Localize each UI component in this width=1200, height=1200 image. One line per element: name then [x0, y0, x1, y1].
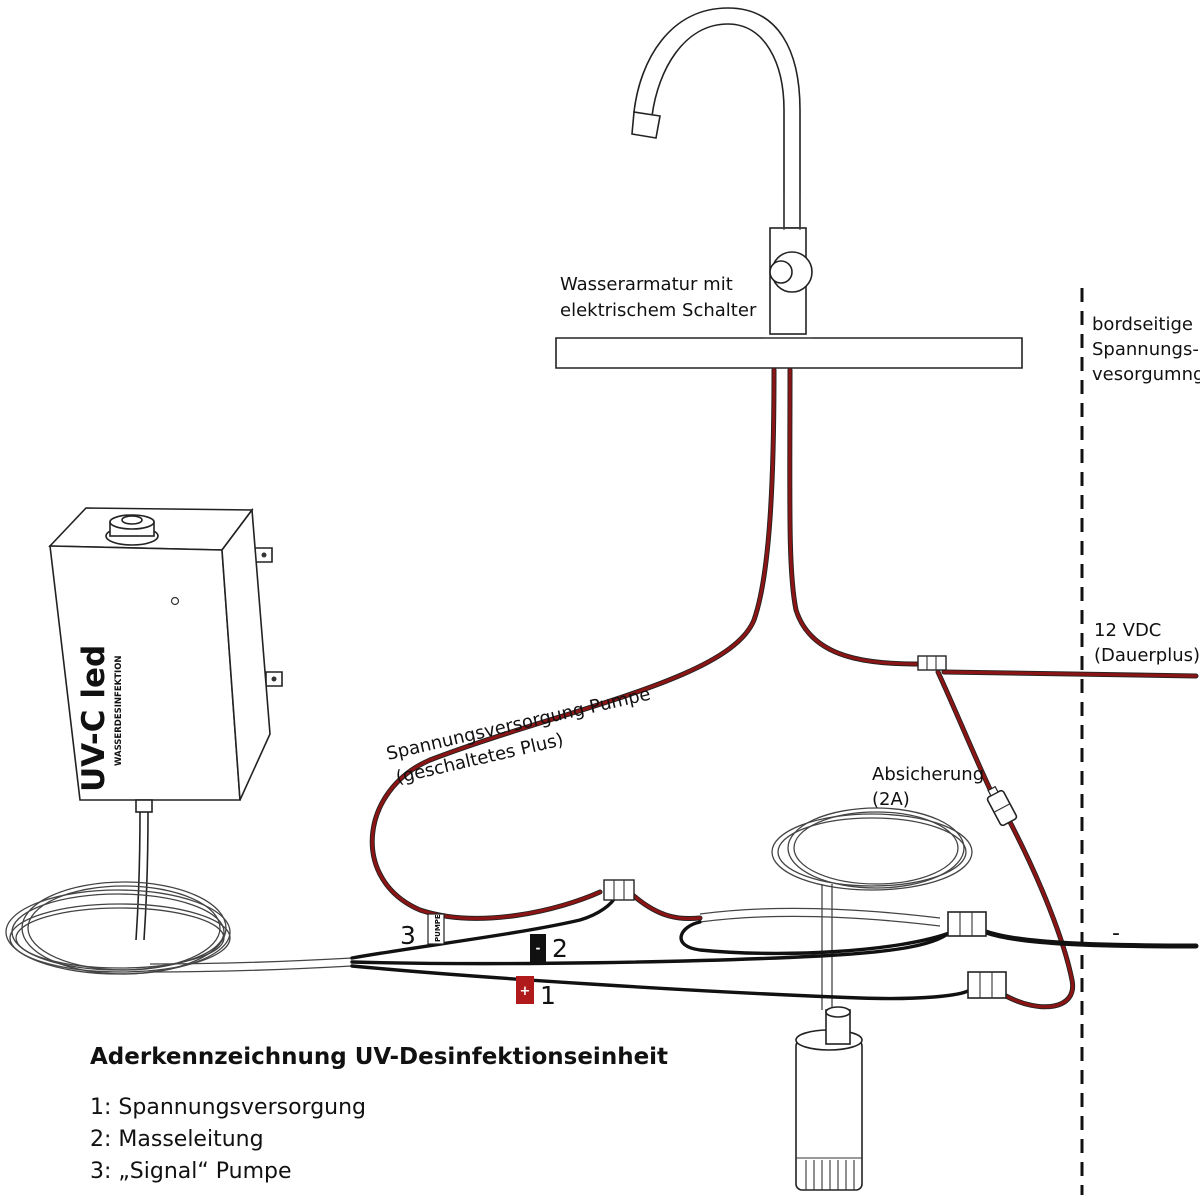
fuse-label-line1: Absicherung: [872, 764, 984, 785]
onboard-label-line3: vesorgumng: [1092, 364, 1200, 385]
svg-text:+: +: [520, 984, 531, 999]
device-subtitle: WASSERDESINFEKTION: [114, 655, 124, 766]
legend-item-3: 3: „Signal“ Pumpe: [90, 1159, 292, 1184]
minus-label: -: [1112, 921, 1120, 946]
wire-tag-pump: PUMPE: [427, 913, 445, 945]
wire-number-3: 3: [400, 921, 416, 950]
device-brand: UV-C led: [76, 645, 112, 792]
connector-plus: [967, 971, 1007, 999]
legend-item-2: 2: Masseleitung: [90, 1127, 264, 1152]
vdc-label-line2: (Dauerplus): [1094, 645, 1200, 666]
pump-illustration: [771, 807, 973, 1191]
connector-faucet: [917, 655, 947, 671]
left-cable-coil: [5, 881, 231, 975]
svg-text:-: -: [536, 941, 541, 955]
onboard-label-line2: Spannungs-: [1092, 339, 1199, 360]
fuse-holder: [986, 785, 1018, 827]
wire-tag-minus: -: [530, 934, 546, 962]
connector-ground: [947, 911, 987, 937]
onboard-label-line1: bordseitige: [1092, 314, 1193, 335]
wire-number-1: 1: [540, 981, 556, 1010]
faucet-illustration: [555, 7, 1023, 369]
positive-wires: [369, 367, 1199, 1010]
faucet-label-line1: Wasserarmatur mit: [560, 274, 733, 295]
ground-and-signal-wires: [350, 894, 1199, 1001]
vdc-label-line1: 12 VDC: [1094, 620, 1161, 641]
wire-number-2: 2: [552, 934, 568, 963]
legend-title: Aderkennzeichnung UV-Desinfektionseinhei…: [90, 1044, 668, 1070]
wire-tag-plus: +: [516, 976, 534, 1004]
connector-pump-supply: [603, 879, 635, 901]
fuse-label-line2: (2A): [872, 789, 910, 810]
uv-c-device: UV-C led WASSERDESINFEKTION: [48, 507, 283, 813]
svg-text:PUMPE: PUMPE: [434, 914, 442, 942]
legend-item-1: 1: Spannungsversorgung: [90, 1095, 366, 1120]
faucet-label-line2: elektrischem Schalter: [560, 300, 757, 321]
